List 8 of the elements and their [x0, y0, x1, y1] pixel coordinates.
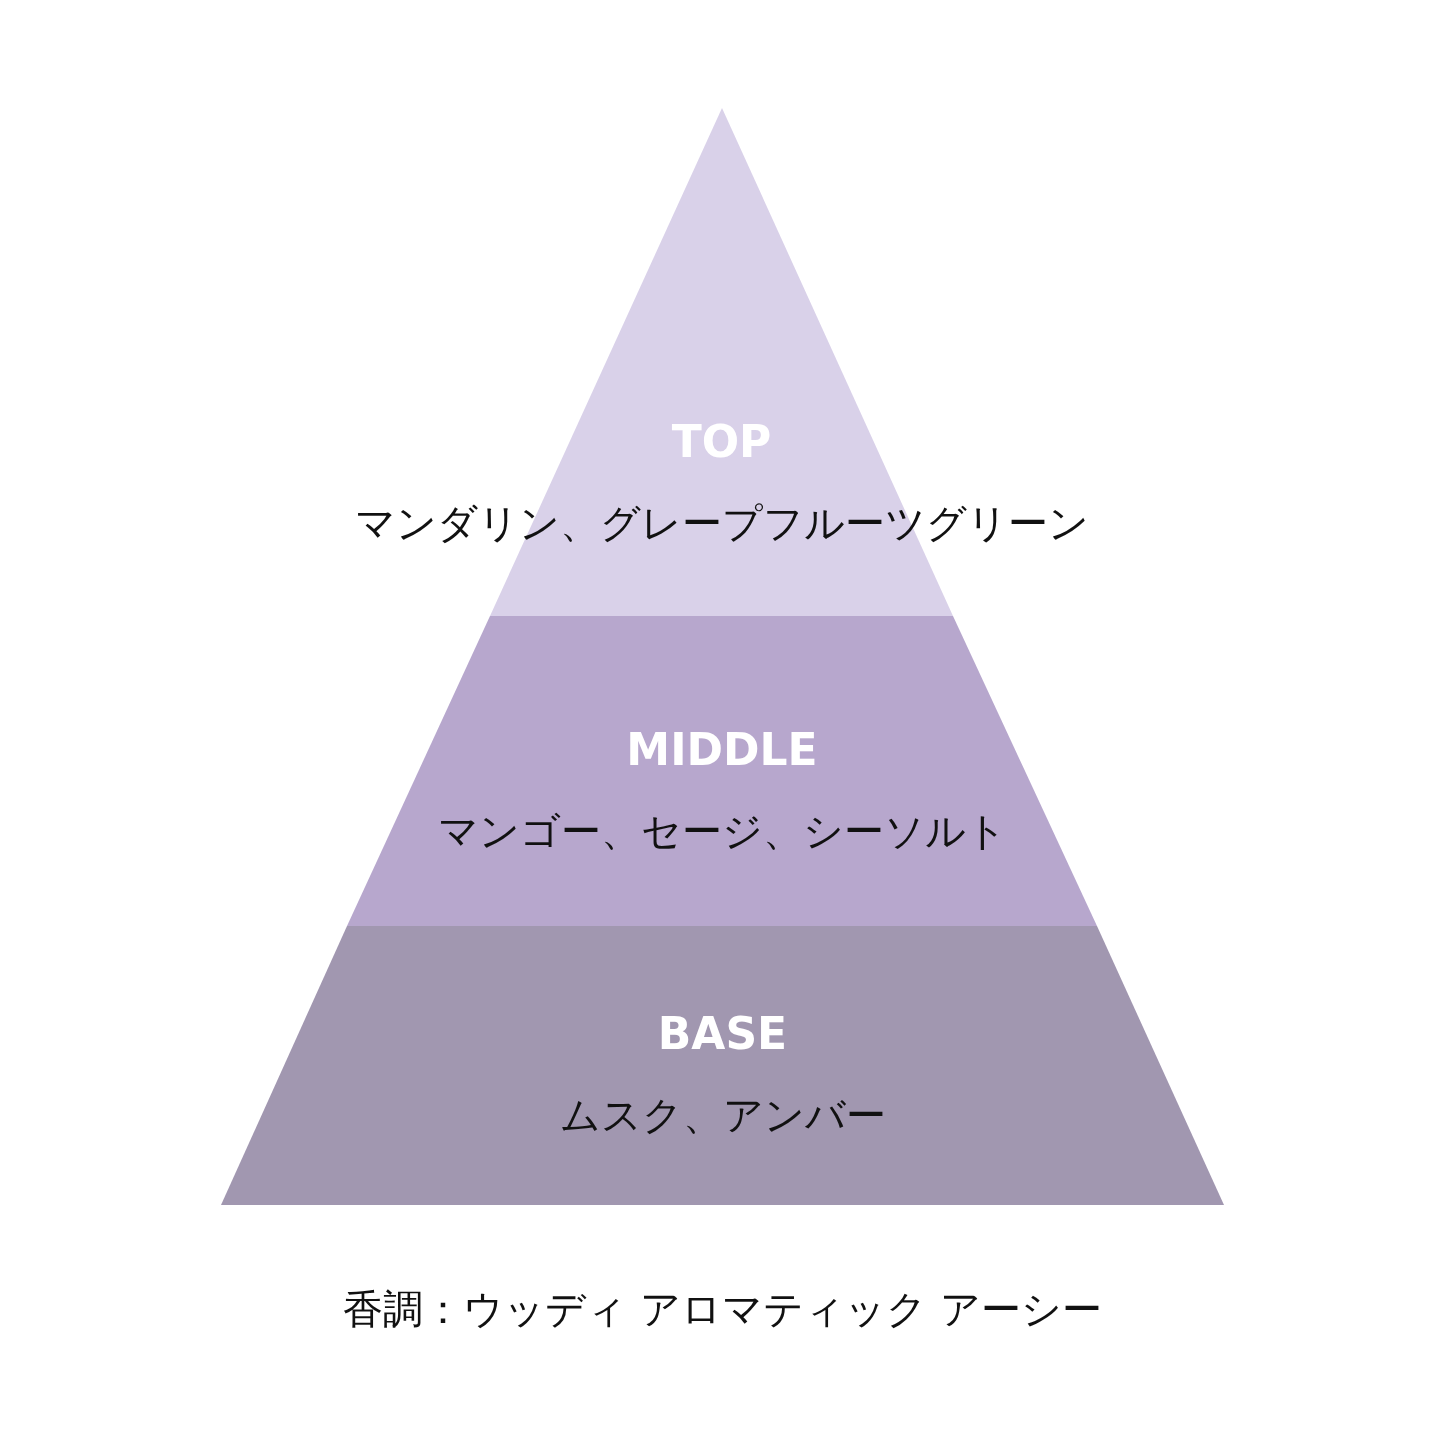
band-notes: マンゴー、セージ、シーソルト — [437, 807, 1007, 856]
band-notes: ムスク、アンバー — [559, 1091, 886, 1140]
band-heading: MIDDLE — [626, 724, 818, 775]
band-heading: BASE — [657, 1008, 788, 1059]
band-notes: マンダリン、グレープフルーツグリーン — [354, 499, 1089, 548]
pyramid-band — [221, 926, 1224, 1205]
pyramid-band — [347, 616, 1097, 926]
caption: 香調：ウッディ アロマティック アーシー — [343, 1286, 1102, 1332]
